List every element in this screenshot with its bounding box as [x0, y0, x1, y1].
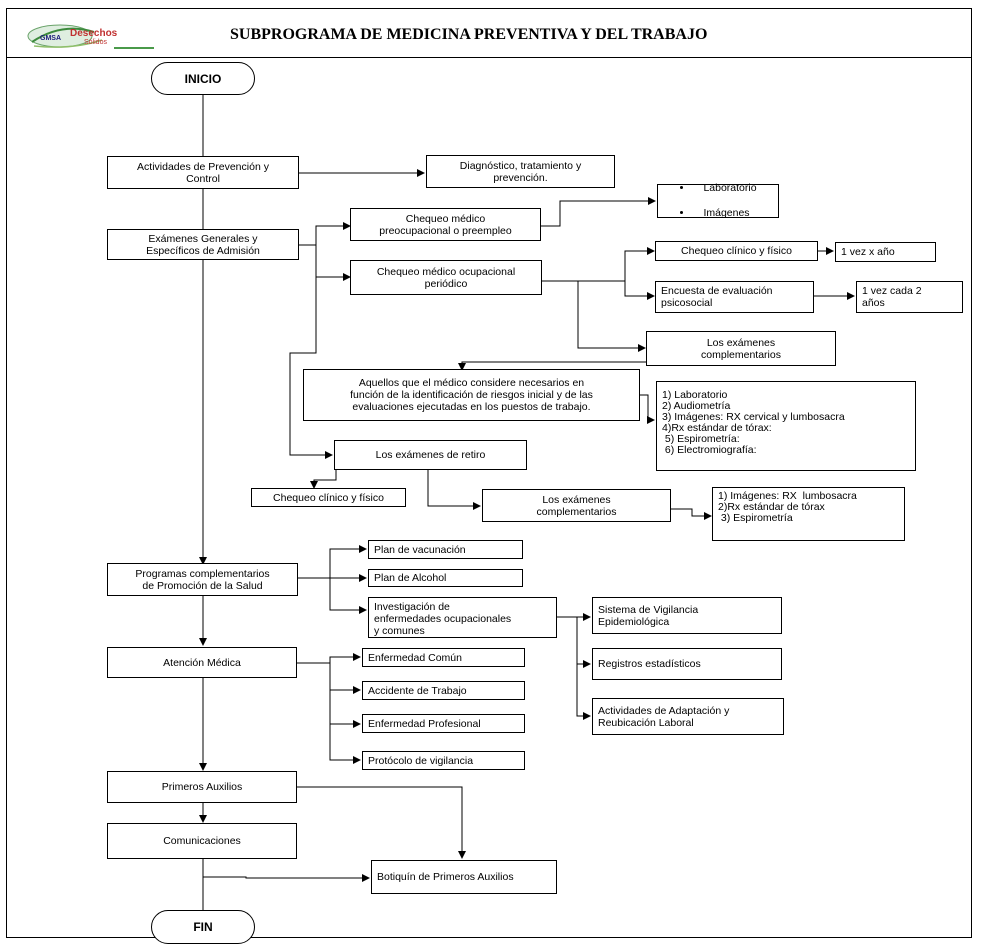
vacunacion-box: Plan de vacunación — [368, 540, 523, 559]
preocupacional-list: Laboratorio Imágenes — [679, 170, 756, 232]
comunicaciones-box: Comunicaciones — [107, 823, 297, 859]
list-item: 1) Laboratorio — [662, 389, 728, 401]
retiro-lista-box: 1) Imágenes: RX lumbosacra 2)Rx estándar… — [712, 487, 905, 541]
retiro-complementarios-box: Los exámenes complementarios — [482, 489, 671, 522]
adaptacion-box: Actividades de Adaptación y Reubicación … — [592, 698, 784, 735]
frecuencia-1-box: 1 vez x año — [835, 242, 936, 262]
retiro-box: Los exámenes de retiro — [334, 440, 527, 470]
vigilancia-box: Sistema de Vigilancia Epidemiológica — [592, 597, 782, 634]
start-terminal: INICIO — [151, 62, 255, 95]
list-item: 4)Rx estándar de tórax: — [662, 422, 772, 434]
prevencion-box: Actividades de Prevención y Control — [107, 156, 299, 189]
list-item: 1) Imágenes: RX lumbosacra — [718, 490, 857, 502]
alcohol-box: Plan de Alcohol — [368, 569, 523, 587]
preocupacional-list-box: Laboratorio Imágenes — [657, 182, 779, 219]
list-item: 3) Imágenes: RX cervical y lumbosacra — [662, 411, 845, 423]
complementarios-box: Los exámenes complementarios — [646, 331, 836, 366]
examenes-box: Exámenes Generales y Específicos de Admi… — [107, 229, 299, 260]
registros-box: Registros estadísticos — [592, 648, 782, 680]
header-bar — [6, 8, 972, 58]
page-title: SUBPROGRAMA DE MEDICINA PREVENTIVA Y DEL… — [230, 26, 708, 43]
logo-brand-c: Sólidos — [84, 39, 107, 46]
frecuencia-2-box: 1 vez cada 2 años — [856, 281, 963, 313]
logo-brand-a: GMSA — [40, 35, 61, 42]
programas-box: Programas complementarios de Promoción d… — [107, 563, 298, 596]
list-item: 3) Espirometría — [718, 512, 793, 524]
list-item: 2) Audiometría — [662, 400, 731, 412]
protocolo-box: Protócolo de vigilancia — [362, 751, 525, 770]
logo-graphic — [27, 24, 154, 49]
enfermedad-profesional-box: Enfermedad Profesional — [362, 714, 525, 733]
atencion-box: Atención Médica — [107, 647, 297, 678]
company-logo: GMSA Desechos Sólidos — [22, 20, 167, 52]
preocupacional-box: Chequeo médico preocupacional o preemple… — [350, 208, 541, 241]
botiquin-box: Botiquín de Primeros Auxilios — [371, 860, 557, 894]
periodico-box: Chequeo médico ocupacional periódico — [350, 260, 542, 295]
enfermedad-comun-box: Enfermedad Común — [362, 648, 525, 667]
list-item: Laboratorio — [693, 182, 756, 195]
logo-brand-b: Desechos — [70, 28, 118, 39]
list-item: 6) Electromiografía: — [662, 444, 757, 456]
end-terminal: FIN — [151, 910, 255, 944]
encuesta-box: Encuesta de evaluación psicosocial — [655, 281, 814, 313]
list-item: 5) Espirometría: — [662, 433, 740, 445]
list-item: Imágenes — [693, 207, 756, 220]
list-item: 2)Rx estándar de tórax — [718, 501, 825, 513]
aquellos-box: Aquellos que el médico considere necesar… — [303, 369, 640, 421]
chequeo-clinico-box: Chequeo clínico y físico — [655, 241, 818, 261]
investigacion-box: Investigación de enfermedades ocupaciona… — [368, 597, 557, 638]
lista-complementarios-box: 1) Laboratorio 2) Audiometría 3) Imágene… — [656, 381, 916, 471]
retiro-chequeo-box: Chequeo clínico y físico — [251, 488, 406, 507]
accidente-trabajo-box: Accidente de Trabajo — [362, 681, 525, 700]
diagnostico-box: Diagnóstico, tratamiento y prevención. — [426, 155, 615, 188]
primeros-auxilios-box: Primeros Auxilios — [107, 771, 297, 803]
